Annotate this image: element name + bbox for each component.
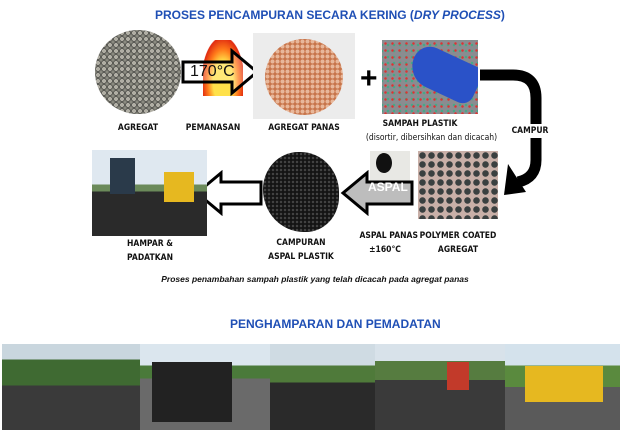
road-photo-1 [2,344,140,430]
label-hampar-2: PADATKAN [127,253,173,263]
label-campuran-2: ASPAL PLASTIK [268,252,334,262]
section-title: PENGHAMPARAN DAN PEMADATAN [230,317,441,331]
left-arrow-icon [194,170,263,216]
title-italic: DRY PROCESS [413,8,501,22]
road-photo-2 [140,344,270,430]
label-sampah-plastik: SAMPAH PLASTIK [382,119,458,129]
label-polymer-2: AGREGAT [437,245,479,255]
label-agregat-panas: AGREGAT PANAS [268,123,340,133]
plus-icon: + [360,62,378,95]
process-caption: Proses penambahan sampah plastik yang te… [161,274,469,284]
aspal-arrow-label: ASPAL [368,180,408,194]
label-agregat: AGREGAT [117,123,159,133]
title-end: ) [500,8,505,22]
polymer-coated-aggregate-image [418,151,498,219]
label-sampah-sub: (disortir, dibersihkan dan dicacah) [365,133,498,143]
campur-curved-arrow-icon [480,69,542,195]
label-hampar-1: HAMPAR & [126,239,173,249]
plastic-waste-image [382,40,478,114]
road-photo-5 [505,344,620,430]
asphalt-pot-image [370,151,410,181]
paving-photo [92,150,207,236]
label-aspal-panas-1: ASPAL PANAS [359,231,418,241]
temperature-label: 170°C [190,63,235,80]
asphalt-plastic-mix-image [263,152,339,232]
label-aspal-panas-2: ±160°C [369,245,401,255]
title-text: PROSES PENCAMPURAN SECARA KERING ( [155,8,414,22]
heating-arrow-icon [181,48,260,96]
label-pemanasan: PEMANASAN [185,123,241,133]
flame-icon [203,40,243,96]
asphalt-arrow-icon [340,170,414,216]
page-title: PROSES PENCAMPURAN SECARA KERING (DRY PR… [155,8,505,22]
road-photo-4 [375,344,505,430]
label-campuran-1: CAMPURAN [276,238,326,248]
label-campur: CAMPUR [508,124,552,138]
aggregate-image [95,30,181,114]
label-polymer-1: POLYMER COATED [419,231,497,241]
hot-aggregate-image [253,33,355,119]
road-photo-3 [270,344,375,430]
